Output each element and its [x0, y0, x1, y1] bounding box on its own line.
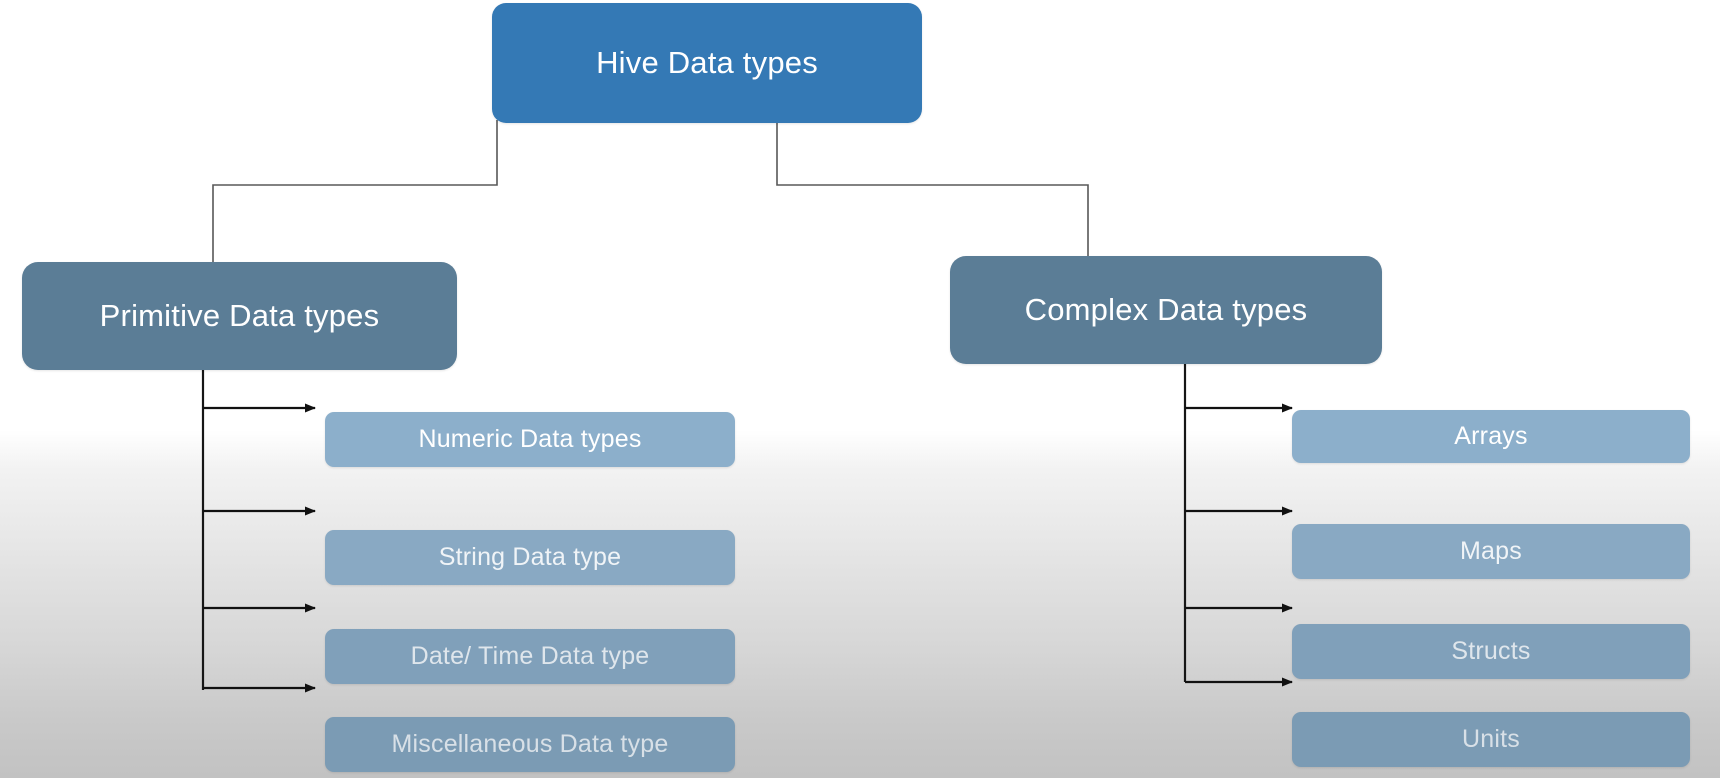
node-leaf-units-label: Units	[1462, 725, 1520, 753]
node-leaf-datetime-data-type[interactable]: Date/ Time Data type	[325, 629, 735, 684]
node-leaf-string-data-type[interactable]: String Data type	[325, 530, 735, 585]
node-leaf-numeric-label: Numeric Data types	[418, 425, 642, 453]
edge-root-to-complex	[776, 120, 1089, 258]
node-branch-complex-data-types[interactable]: Complex Data types	[950, 256, 1382, 364]
node-leaf-units[interactable]: Units	[1292, 712, 1690, 767]
node-leaf-numeric-data-types[interactable]: Numeric Data types	[325, 412, 735, 467]
node-branch-primitive-label: Primitive Data types	[99, 298, 380, 333]
node-leaf-structs[interactable]: Structs	[1292, 624, 1690, 679]
node-leaf-structs-label: Structs	[1451, 637, 1531, 665]
node-leaf-maps[interactable]: Maps	[1292, 524, 1690, 579]
node-leaf-miscellaneous-label: Miscellaneous Data type	[391, 730, 669, 758]
node-leaf-maps-label: Maps	[1460, 537, 1522, 565]
node-root-hive-data-types[interactable]: Hive Data types	[492, 3, 922, 123]
node-leaf-arrays-label: Arrays	[1454, 422, 1528, 450]
node-leaf-arrays[interactable]: Arrays	[1292, 410, 1690, 463]
edge-root-to-primitive	[212, 120, 498, 262]
node-leaf-datetime-label: Date/ Time Data type	[410, 642, 650, 670]
node-leaf-string-label: String Data type	[438, 543, 622, 571]
node-branch-complex-label: Complex Data types	[1024, 292, 1308, 327]
node-branch-primitive-data-types[interactable]: Primitive Data types	[22, 262, 457, 370]
node-leaf-miscellaneous-data-type[interactable]: Miscellaneous Data type	[325, 717, 735, 772]
node-root-label: Hive Data types	[596, 45, 818, 80]
